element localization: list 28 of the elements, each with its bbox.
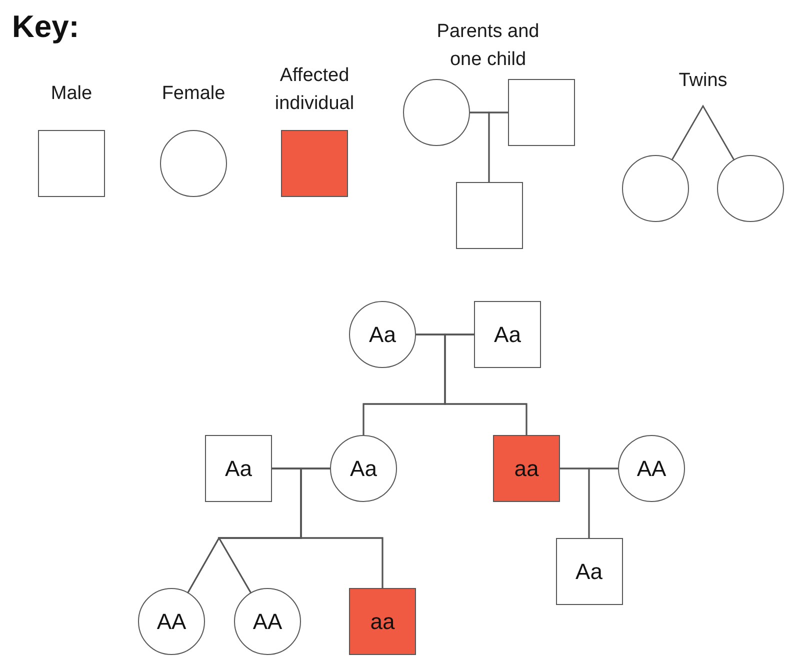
descent-line (300, 468, 384, 588)
genotype-label: Aa (225, 456, 252, 482)
genotype-label: aa (370, 608, 395, 634)
male-symbol (508, 79, 575, 146)
male-symbol (205, 435, 272, 502)
group-caption: Parents and one child (436, 20, 540, 72)
group-caption: Twins (678, 69, 728, 93)
affected-male-symbol (349, 588, 416, 655)
male-symbol (456, 182, 522, 249)
descent-line (588, 468, 618, 538)
key-heading: Key: (12, 9, 80, 45)
key-label: Male (50, 82, 92, 106)
genotype-label: AA (636, 456, 666, 482)
key-label: Female (162, 82, 226, 106)
genotype-label: AA (156, 608, 186, 634)
genotype-label: Aa (494, 322, 521, 348)
genotype-label: Aa (576, 558, 602, 584)
genotype-label: AA (252, 608, 282, 634)
twin-line (672, 104, 734, 160)
genotype-label: Aa (350, 456, 377, 482)
descent-line (444, 334, 528, 435)
affected-male-symbol (493, 435, 560, 502)
key-label: Affected individual (274, 64, 356, 116)
genotype-label: aa (514, 456, 539, 482)
genotype-label: Aa (369, 322, 396, 348)
male-symbol (474, 301, 541, 368)
descent-line (488, 112, 508, 182)
male-symbol (556, 538, 622, 605)
